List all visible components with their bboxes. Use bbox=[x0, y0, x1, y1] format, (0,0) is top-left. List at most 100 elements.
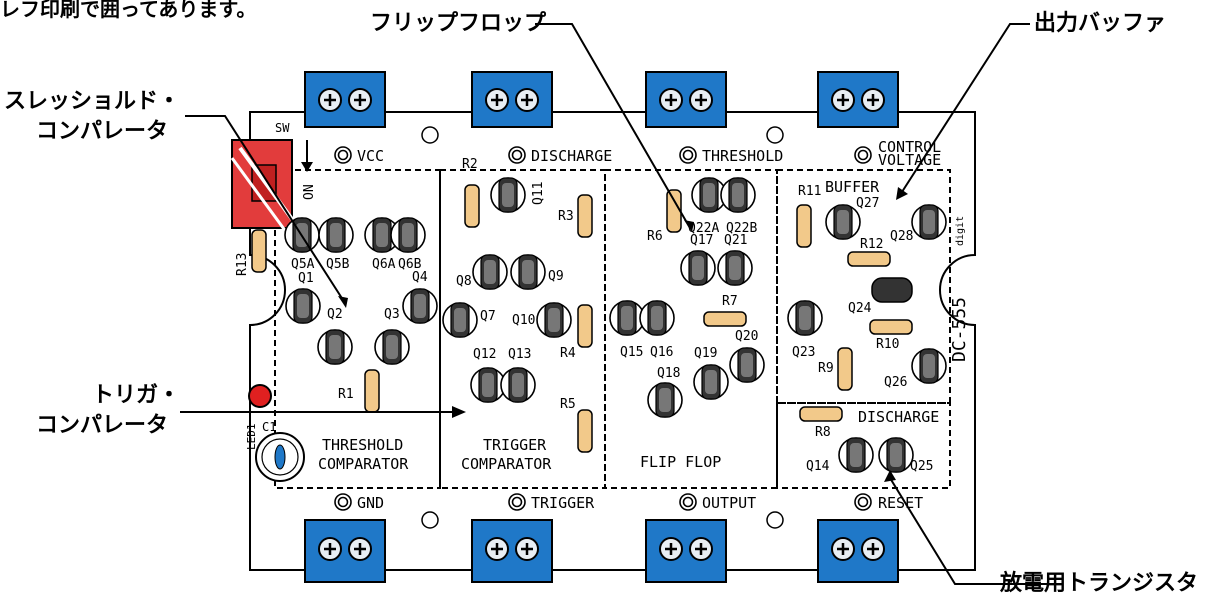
label-q2: Q2 bbox=[327, 307, 343, 322]
arrowhead-discharge bbox=[884, 470, 896, 482]
pad-vcc bbox=[334, 146, 352, 164]
label-q3: Q3 bbox=[384, 307, 400, 322]
section-label-discharge: DISCHARGE bbox=[858, 408, 939, 426]
resistor-group bbox=[251, 184, 913, 453]
terminal-block-bottom-1 bbox=[304, 519, 386, 583]
pad-label-voltage: VOLTAGE bbox=[878, 151, 941, 169]
label-r6: R6 bbox=[647, 229, 663, 244]
label-q9: Q9 bbox=[548, 269, 564, 284]
label-q13: Q13 bbox=[508, 347, 531, 362]
label-q10: Q10 bbox=[512, 313, 535, 328]
pad-label-output: OUTPUT bbox=[702, 494, 756, 512]
label-q24: Q24 bbox=[848, 301, 872, 316]
label-q8: Q8 bbox=[456, 274, 472, 289]
switch-arrow-head bbox=[301, 162, 313, 172]
terminal-block-bottom-3 bbox=[645, 519, 727, 583]
label-q18: Q18 bbox=[657, 366, 680, 381]
arrowhead-trigger bbox=[452, 406, 466, 418]
label-r8: R8 bbox=[815, 425, 831, 440]
led bbox=[248, 384, 272, 408]
terminal-block-top-3 bbox=[645, 71, 727, 128]
label-q15: Q15 bbox=[620, 345, 643, 360]
label-q11: Q11 bbox=[531, 182, 546, 205]
leader-output-buffer bbox=[899, 23, 1030, 196]
label-q16: Q16 bbox=[650, 345, 673, 360]
label-q1: Q1 bbox=[298, 271, 314, 286]
label-r9: R9 bbox=[818, 361, 834, 376]
section-label-flip-flop: FLIP FLOP bbox=[640, 453, 721, 471]
label-q21: Q21 bbox=[724, 233, 747, 248]
section-label-trigger: TRIGGER bbox=[483, 436, 547, 454]
pad-reset bbox=[854, 493, 872, 511]
pad-label-vcc: VCC bbox=[357, 147, 384, 165]
label-r10: R10 bbox=[876, 337, 899, 352]
board-model: DC-555 bbox=[949, 297, 970, 362]
terminal-block-bottom-2 bbox=[471, 519, 553, 583]
section-label-threshold-comparator: COMPARATOR bbox=[318, 455, 409, 473]
label-q26: Q26 bbox=[884, 375, 907, 390]
pad-discharge bbox=[508, 146, 526, 164]
mount-hole bbox=[421, 511, 439, 529]
label-q6a: Q6A bbox=[372, 257, 396, 272]
pad-gnd bbox=[334, 493, 352, 511]
switch-label: SW bbox=[275, 121, 290, 135]
arrowhead-output-buffer bbox=[896, 187, 908, 200]
section-discharge bbox=[776, 402, 951, 489]
label-q22a: Q22A bbox=[688, 221, 719, 236]
label-r5: R5 bbox=[560, 397, 576, 412]
leader-discharge-transistor bbox=[889, 477, 1050, 585]
label-r12: R12 bbox=[860, 237, 883, 252]
label-q25: Q25 bbox=[910, 459, 933, 474]
arrowhead-flipflop bbox=[684, 220, 694, 232]
pad-label-threshold: THRESHOLD bbox=[702, 147, 783, 165]
section-buffer bbox=[776, 169, 951, 404]
pad-label-trigger: TRIGGER bbox=[531, 494, 595, 512]
leader-threshold-comparator bbox=[185, 115, 346, 304]
label-q4: Q4 bbox=[412, 270, 428, 285]
callout-trigger-comparator-line1: トリガ・ bbox=[92, 383, 181, 408]
label-r7: R7 bbox=[722, 294, 738, 309]
power-switch bbox=[230, 139, 302, 241]
label-r1: R1 bbox=[338, 387, 354, 402]
label-r2: R2 bbox=[462, 157, 478, 172]
section-label-trigger-comparator: COMPARATOR bbox=[461, 455, 552, 473]
label-q5a: Q5A bbox=[291, 257, 315, 272]
label-q27: Q27 bbox=[856, 196, 879, 211]
label-q28: Q28 bbox=[890, 229, 913, 244]
leader-flipflop bbox=[535, 23, 691, 229]
callout-threshold-comparator-line2: コンパレータ bbox=[36, 119, 169, 144]
label-q7: Q7 bbox=[480, 309, 496, 324]
board-digit: digit bbox=[955, 216, 966, 246]
terminal-block-top-1 bbox=[304, 71, 386, 128]
pad-trigger bbox=[508, 493, 526, 511]
pad-label-gnd: GND bbox=[357, 494, 384, 512]
callout-output-buffer: 出力バッファ bbox=[1034, 11, 1167, 36]
callout-discharge-transistor: 放電用トランジスタ bbox=[1000, 571, 1199, 596]
label-q20: Q20 bbox=[735, 329, 758, 344]
callout-threshold-comparator-line1: スレッショルド・ bbox=[4, 89, 181, 114]
mount-hole bbox=[421, 126, 439, 144]
label-r11: R11 bbox=[798, 184, 821, 199]
arrowhead-threshold bbox=[338, 296, 348, 308]
pad-threshold bbox=[679, 146, 697, 164]
label-q22b: Q22B bbox=[726, 221, 757, 236]
label-q23: Q23 bbox=[792, 345, 815, 360]
led-label: LED1 bbox=[245, 424, 258, 451]
terminal-block-bottom-4 bbox=[817, 519, 899, 583]
caption-fragment: レフ印刷で囲ってあります。 bbox=[0, 0, 256, 21]
pad-label-reset: RESET bbox=[878, 494, 923, 512]
label-r4: R4 bbox=[560, 346, 576, 361]
section-label-threshold: THRESHOLD bbox=[322, 436, 403, 454]
label-q19: Q19 bbox=[694, 346, 717, 361]
terminal-block-top-4 bbox=[817, 71, 899, 128]
label-q17: Q17 bbox=[690, 233, 713, 248]
section-label-buffer: BUFFER bbox=[825, 178, 880, 196]
callout-trigger-comparator-line2: コンパレータ bbox=[36, 413, 169, 438]
capacitor-c1-trim bbox=[274, 444, 286, 470]
label-q12: Q12 bbox=[473, 347, 496, 362]
label-q6b: Q6B bbox=[398, 257, 422, 272]
pad-label-control: CONTROL bbox=[878, 138, 941, 156]
switch-on-label: ON bbox=[302, 184, 317, 200]
label-q14: Q14 bbox=[806, 459, 830, 474]
